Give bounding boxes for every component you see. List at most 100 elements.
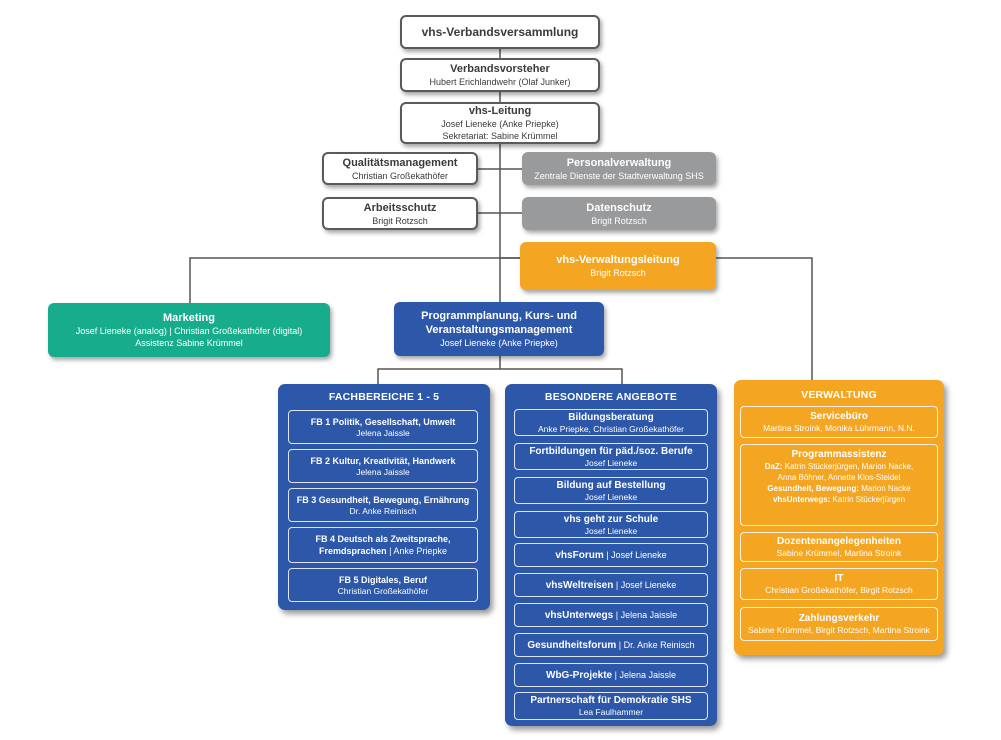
qualitaetsmanagement-title: Qualitätsmanagement	[342, 156, 458, 169]
qualitaetsmanagement-name: Christian Großekathöfer	[351, 170, 449, 181]
servicebuero-box: Servicebüro Martina Stroink, Monika Lühr…	[740, 406, 938, 438]
it-box: IT Christian Großekathöfer, Birgit Rotzs…	[740, 568, 938, 600]
fb2-box: FB 2 Kultur, Kreativität, Handwerk Jelen…	[288, 449, 478, 483]
fb4-box: FB 4 Deutsch als Zweitsprache, Fremdspra…	[288, 527, 478, 563]
vhsweltreisen-name: | Josef Lieneke	[613, 579, 677, 590]
arbeitsschutz-name: Brigit Rotzsch	[372, 215, 428, 226]
fachbereiche-panel: FACHBEREICHE 1 - 5 FB 1 Politik, Gesells…	[278, 384, 490, 610]
programmassistenz-daz-line2: Anna Böhner, Annette Klos-Steidel	[777, 473, 901, 482]
marketing-box: Marketing Josef Lieneke (analog) | Chris…	[48, 303, 330, 357]
fb5-box: FB 5 Digitales, Beruf Christian Großekat…	[288, 568, 478, 602]
vhs-leitung-sekretariat: Sekretariat: Sabine Krümmel	[442, 131, 558, 141]
vhs-leitung-box: vhs-Leitung Josef Lieneke (Anke Priepke)…	[400, 102, 600, 144]
qualitaetsmanagement-box: Qualitätsmanagement Christian Großekathö…	[322, 152, 478, 185]
bildungsberatung-name: Anke Priepke, Christian Großekathöfer	[538, 423, 684, 434]
fortbildungen-name: Josef Lieneke	[584, 457, 638, 468]
gesundheit-label: Gesundheit, Bewegung:	[767, 484, 859, 493]
vhsunterwegs-name: | Jelena Jaissle	[613, 609, 678, 620]
vhsunterwegs-line: vhsUnterwegs | Jelena Jaissle	[545, 609, 677, 622]
verbandsvorsteher-title: Verbandsvorsteher	[450, 63, 550, 75]
it-title: IT	[834, 573, 844, 584]
verwaltungsleitung-name: Brigit Rotzsch	[590, 268, 646, 278]
vhsunterwegs-box: vhsUnterwegs | Jelena Jaissle	[514, 603, 708, 627]
vhsunterwegs-title: vhsUnterwegs	[544, 609, 614, 621]
gesundheitsforum-box: Gesundheitsforum | Dr. Anke Reinisch	[514, 633, 708, 657]
vhs-geht-zur-schule-title: vhs geht zur Schule	[563, 513, 659, 525]
gesundheitsforum-name: | Dr. Anke Reinisch	[616, 639, 695, 650]
fb4-title: FB 4 Deutsch als Zweitsprache,	[315, 534, 451, 544]
personalverwaltung-title: Personalverwaltung	[566, 156, 672, 169]
vhs-leitung-name: Josef Lieneke (Anke Priepke)	[441, 119, 559, 129]
programmassistenz-unterwegs: vhsUnterwegs: Katrin Stückerjürgen	[773, 494, 905, 505]
unterwegs-label: vhsUnterwegs:	[772, 495, 831, 504]
programmassistenz-box: Programmassistenz DaZ: Katrin Stückerjür…	[740, 444, 938, 526]
fb4-title-bold: Fremdsprachen	[319, 546, 387, 556]
unterwegs-name: Katrin Stückerjürgen	[830, 495, 906, 504]
daz-label: DaZ:	[764, 462, 783, 471]
programmassistenz-gesundheit: Gesundheit, Bewegung: Marion Nacke	[767, 483, 910, 494]
servicebuero-title: Servicebüro	[810, 411, 868, 422]
daz-names: Katrin Stückerjürgen, Marion Nacke,	[782, 462, 914, 471]
partnerschaft-demokratie-title: Partnerschaft für Demokratie SHS	[530, 695, 692, 706]
fb3-title: FB 3 Gesundheit, Bewegung, Ernährung	[296, 494, 470, 505]
vhs-geht-zur-schule-name: Josef Lieneke	[584, 525, 638, 536]
vhs-geht-zur-schule-box: vhs geht zur Schule Josef Lieneke	[514, 511, 708, 538]
fb1-box: FB 1 Politik, Gesellschaft, Umwelt Jelen…	[288, 410, 478, 444]
programmassistenz-title: Programmassistenz	[791, 449, 887, 460]
bildung-auf-bestellung-title: Bildung auf Bestellung	[556, 479, 666, 491]
fb2-title: FB 2 Kultur, Kreativität, Handwerk	[310, 455, 456, 466]
vhsweltreisen-box: vhsWeltreisen | Josef Lieneke	[514, 573, 708, 597]
verwaltungsleitung-title: vhs-Verwaltungsleitung	[556, 254, 680, 266]
partnerschaft-demokratie-name: Lea Faulhammer	[578, 707, 644, 717]
bildung-auf-bestellung-box: Bildung auf Bestellung Josef Lieneke	[514, 477, 708, 504]
fb3-name: Dr. Anke Reinisch	[349, 505, 417, 516]
programmplanung-name: Josef Lieneke (Anke Priepke)	[440, 338, 558, 348]
vhsforum-name: | Josef Lieneke	[603, 549, 667, 560]
verbandsvorsteher-box: Verbandsvorsteher Hubert Erichlandwehr (…	[400, 58, 600, 92]
marketing-title: Marketing	[163, 312, 215, 324]
fb1-name: Jelena Jaissle	[356, 427, 410, 438]
arbeitsschutz-box: Arbeitsschutz Brigit Rotzsch	[322, 197, 478, 230]
datenschutz-name: Brigit Rotzsch	[591, 215, 647, 226]
vhsweltreisen-title: vhsWeltreisen	[545, 579, 614, 591]
bildungsberatung-box: Bildungsberatung Anke Priepke, Christian…	[514, 409, 708, 436]
marketing-assistenz: Assistenz Sabine Krümmel	[135, 338, 243, 348]
datenschutz-box: Datenschutz Brigit Rotzsch	[522, 197, 716, 230]
fb1-title: FB 1 Politik, Gesellschaft, Umwelt	[310, 416, 456, 427]
vhsforum-title: vhsForum	[555, 549, 604, 561]
fb3-box: FB 3 Gesundheit, Bewegung, Ernährung Dr.…	[288, 488, 478, 522]
fb2-name: Jelena Jaissle	[356, 466, 410, 477]
fachbereiche-header: FACHBEREICHE 1 - 5	[328, 391, 440, 403]
verbandsvorsteher-name: Hubert Erichlandwehr (Olaf Junker)	[429, 77, 571, 87]
besondere-angebote-header: BESONDERE ANGEBOTE	[544, 391, 678, 403]
fb4-name: | Anke Priepke	[386, 546, 447, 556]
dozentenangelegenheiten-box: Dozentenangelegenheiten Sabine Krümmel, …	[740, 532, 938, 562]
bildungsberatung-title: Bildungsberatung	[568, 411, 654, 423]
zahlungsverkehr-name: Sabine Krümmel, Birgit Rotzsch, Martina …	[748, 625, 930, 635]
fortbildungen-title: Fortbildungen für päd./soz. Berufe	[529, 445, 693, 457]
verbandsversammlung-box: vhs-Verbandsversammlung	[400, 15, 600, 49]
wbg-projekte-box: WbG-Projekte | Jelena Jaissle	[514, 663, 708, 687]
programmplanung-title-line1: Programmplanung, Kurs- und	[421, 310, 577, 322]
gesundheitsforum-line: Gesundheitsforum | Dr. Anke Reinisch	[527, 639, 694, 652]
it-name: Christian Großekathöfer, Birgit Rotzsch	[765, 585, 913, 595]
verbandsversammlung-title: vhs-Verbandsversammlung	[421, 25, 579, 39]
verwaltung-header: VERWALTUNG	[801, 389, 877, 401]
vhsweltreisen-line: vhsWeltreisen | Josef Lieneke	[546, 579, 677, 592]
datenschutz-title: Datenschutz	[586, 201, 652, 214]
fb5-title: FB 5 Digitales, Beruf	[338, 574, 428, 585]
personalverwaltung-box: Personalverwaltung Zentrale Dienste der …	[522, 152, 716, 185]
vhsforum-line: vhsForum | Josef Lieneke	[555, 549, 666, 562]
vhsforum-box: vhsForum | Josef Lieneke	[514, 543, 708, 567]
besondere-angebote-panel: BESONDERE ANGEBOTE Bildungsberatung Anke…	[505, 384, 717, 726]
fb4-title-line2: Fremdsprachen | Anke Priepke	[319, 545, 447, 557]
verwaltung-panel: VERWALTUNG Servicebüro Martina Stroink, …	[734, 380, 944, 655]
servicebuero-name: Martina Stroink, Monika Lührmann, N.N.	[763, 423, 915, 433]
programmplanung-box: Programmplanung, Kurs- und Veranstaltung…	[394, 302, 604, 356]
programmplanung-title-line2: Veranstaltungsmanagement	[425, 324, 573, 336]
wbg-projekte-title: WbG-Projekte	[546, 669, 613, 681]
dozentenangelegenheiten-name: Sabine Krümmel, Martina Stroink	[776, 548, 902, 558]
personalverwaltung-name: Zentrale Dienste der Stadtverwaltung SHS	[534, 170, 704, 181]
arbeitsschutz-title: Arbeitsschutz	[363, 201, 437, 214]
